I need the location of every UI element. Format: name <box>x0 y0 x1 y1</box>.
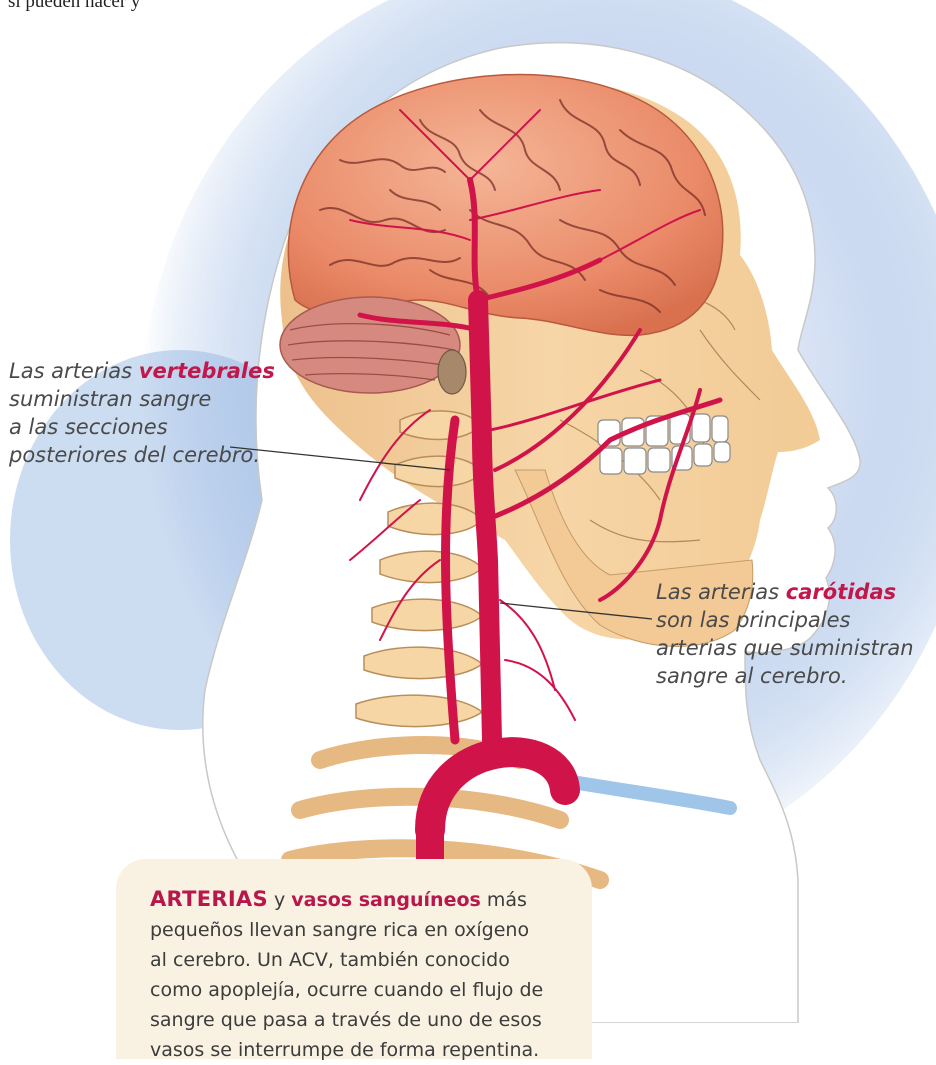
info-box: ARTERIAS y vasos sanguíneos más pequeños… <box>116 859 592 1059</box>
info-box-lead: ARTERIAS <box>150 887 268 911</box>
info-box-line-1-rest: más <box>481 889 527 911</box>
vertebral-callout-prefix: Las arterias <box>9 359 139 383</box>
info-box-line-5: sangre que pasa a través de uno de esos <box>150 1005 576 1035</box>
carotid-callout-line-4: sangre al cerebro. <box>656 662 914 690</box>
info-box-line-2: pequeños llevan sangre rica en oxígeno <box>150 915 576 945</box>
brainstem <box>438 350 466 394</box>
carotid-callout-line-2: son las principales <box>656 606 914 634</box>
vertebral-callout-line-1: Las arterias vertebrales <box>9 357 275 385</box>
cerebellum <box>280 297 460 393</box>
carotid-callout-prefix: Las arterias <box>656 580 786 604</box>
info-box-text: ARTERIAS y vasos sanguíneos más pequeños… <box>150 884 576 1065</box>
vertebral-callout-line-3: a las secciones <box>9 413 275 441</box>
info-box-connector: y <box>268 889 291 911</box>
carotid-callout-line-3: arterias que suministran <box>656 634 914 662</box>
vertebral-arteries-callout: Las arterias vertebrales suministran san… <box>9 357 275 469</box>
vertebral-callout-line-4: posteriores del cerebro. <box>9 441 275 469</box>
info-box-line-1: ARTERIAS y vasos sanguíneos más <box>150 884 576 915</box>
info-box-line-6: vasos se interrumpe de forma repentina. <box>150 1035 576 1065</box>
vertebral-callout-line-2: suministran sangre <box>9 385 275 413</box>
vertebral-callout-bold: vertebrales <box>139 359 275 383</box>
top-text-fragment: sí pueden hacer y <box>8 0 140 13</box>
info-box-line-4: como apoplejía, ocurre cuando el flujo d… <box>150 975 576 1005</box>
info-box-bold: vasos sanguíneos <box>291 889 481 911</box>
info-box-line-3: al cerebro. Un ACV, también conocido <box>150 945 576 975</box>
carotid-callout-line-1: Las arterias carótidas <box>656 578 914 606</box>
carotid-callout-bold: carótidas <box>786 580 896 604</box>
carotid-arteries-callout: Las arterias carótidas son las principal… <box>656 578 914 690</box>
